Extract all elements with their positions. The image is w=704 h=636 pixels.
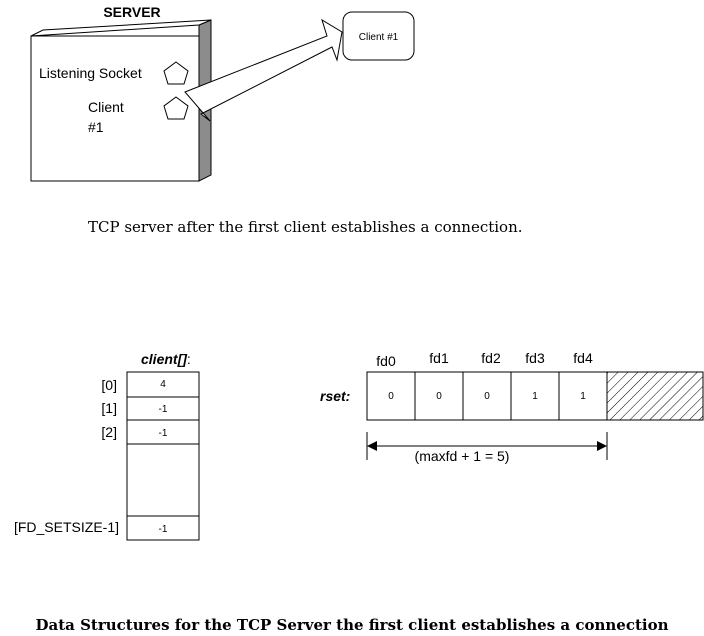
server-client-label-line1: Client [88, 99, 124, 115]
rset-label: rset: [320, 388, 350, 404]
client-array-title-suffix: : [187, 351, 191, 367]
client-array [126, 371, 200, 541]
client-value-0: 4 [160, 379, 166, 390]
client-array-title: client[]: [141, 351, 191, 367]
rset-header-fd4: fd4 [573, 350, 593, 366]
caption-bottom: Data Structures for the TCP Server the f… [35, 616, 668, 634]
rset-header-fd1: fd1 [429, 350, 449, 366]
rset-value-fd2: 0 [484, 391, 490, 402]
rset-unused-hatched-area [606, 371, 704, 421]
rset-header-fd3: fd3 [525, 350, 545, 366]
client-value-1: -1 [159, 404, 168, 415]
client-index-1: [1] [101, 400, 117, 416]
rset-array [366, 371, 704, 421]
listening-socket-label: Listening Socket [39, 65, 142, 81]
server-client-label-line2: #1 [88, 119, 104, 135]
connected-socket-pentagon-icon [163, 96, 189, 120]
client-array-title-main: client[] [141, 351, 188, 367]
client-value-last: -1 [159, 524, 168, 535]
connection-arrow [184, 18, 343, 122]
client-index-0: [0] [101, 377, 117, 393]
maxfd-range-arrow [366, 432, 608, 460]
rset-header-fd2: fd2 [481, 350, 501, 366]
listening-socket-pentagon-icon [163, 61, 189, 85]
rset-value-fd4: 1 [580, 391, 586, 402]
client-box [342, 11, 415, 61]
client-value-2: -1 [159, 428, 168, 439]
client-box-label: Client #1 [359, 32, 399, 43]
server-title: SERVER [103, 4, 160, 20]
rset-header-fd0: fd0 [376, 353, 396, 369]
maxfd-range-label: (maxfd + 1 = 5) [415, 448, 510, 464]
client-index-2: [2] [101, 424, 117, 440]
rset-value-fd1: 0 [436, 391, 442, 402]
caption-top: TCP server after the first client establ… [88, 218, 523, 236]
rset-value-fd0: 0 [388, 391, 394, 402]
client-index-last: [FD_SETSIZE-1] [14, 519, 119, 535]
rset-value-fd3: 1 [532, 391, 538, 402]
